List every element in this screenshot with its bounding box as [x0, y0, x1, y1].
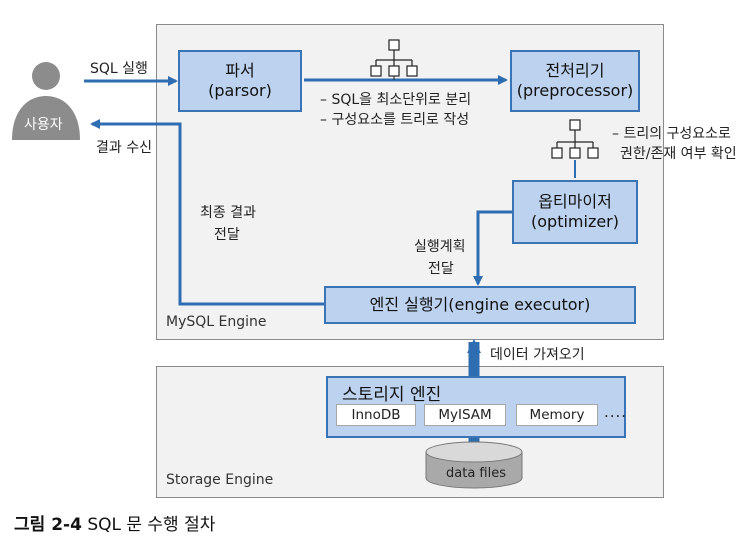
- arrow-plan-to-executor: [473, 210, 512, 286]
- engine-executor-label: 엔진 실행기(engine executor): [369, 295, 591, 314]
- storage-engines-title: 스토리지 엔진: [342, 385, 442, 405]
- storage-engine-label: Storage Engine: [166, 472, 274, 488]
- parser-en: (parsor): [208, 81, 272, 100]
- engine-innodb: InnoDB: [336, 404, 416, 426]
- figure-title: SQL 문 수행 절차: [87, 515, 216, 535]
- note-parser-split: – SQL을 최소단위로 분리: [320, 92, 472, 108]
- engine-myisam: MyISAM: [424, 404, 506, 426]
- note-pre-check: 권한/존재 여부 확인: [620, 146, 737, 162]
- label-sql-execute: SQL 실행: [90, 61, 148, 77]
- checked-tree-icon: [551, 119, 599, 159]
- parser-name: 파서: [225, 61, 255, 80]
- preprocessor-en: (preprocessor): [516, 81, 634, 100]
- optimizer-en: (optimizer): [531, 212, 619, 231]
- figure-number: 그림 2-4: [14, 515, 82, 535]
- mysql-engine-label: MySQL Engine: [166, 314, 267, 330]
- label-data-fetch: 데이터 가져오기: [490, 347, 585, 363]
- parse-tree-icon: [370, 39, 418, 80]
- note-parser-tree: – 구성요소를 트리로 작성: [320, 112, 470, 128]
- figure-caption: 그림 2-4 SQL 문 수행 절차: [14, 510, 215, 535]
- preprocessor-box: 전처리기 (preprocessor): [510, 50, 640, 112]
- preprocessor-name: 전처리기: [545, 61, 605, 80]
- note-pre-tree: – 트리의 구성요소로: [612, 126, 731, 142]
- label-final-result-2: 전달: [214, 227, 240, 243]
- engine-memory: Memory: [516, 404, 598, 426]
- label-final-result-1: 최종 결과: [200, 205, 256, 221]
- user-icon: [12, 62, 80, 140]
- label-plan-2: 전달: [428, 261, 454, 277]
- data-files-cylinder-icon: [425, 441, 523, 489]
- data-files-label: data files: [446, 466, 506, 481]
- optimizer-name: 옵티마이저: [538, 192, 612, 211]
- engine-more-ellipsis: ....: [604, 403, 628, 421]
- label-plan-1: 실행계획: [414, 239, 466, 255]
- engine-executor-box: 엔진 실행기(engine executor): [324, 286, 636, 324]
- arrow-result-return: [90, 119, 324, 306]
- parser-box: 파서 (parsor): [178, 50, 302, 112]
- label-result-receive: 결과 수신: [96, 140, 152, 156]
- optimizer-box: 옵티마이저 (optimizer): [512, 180, 638, 244]
- user-label: 사용자: [24, 117, 63, 133]
